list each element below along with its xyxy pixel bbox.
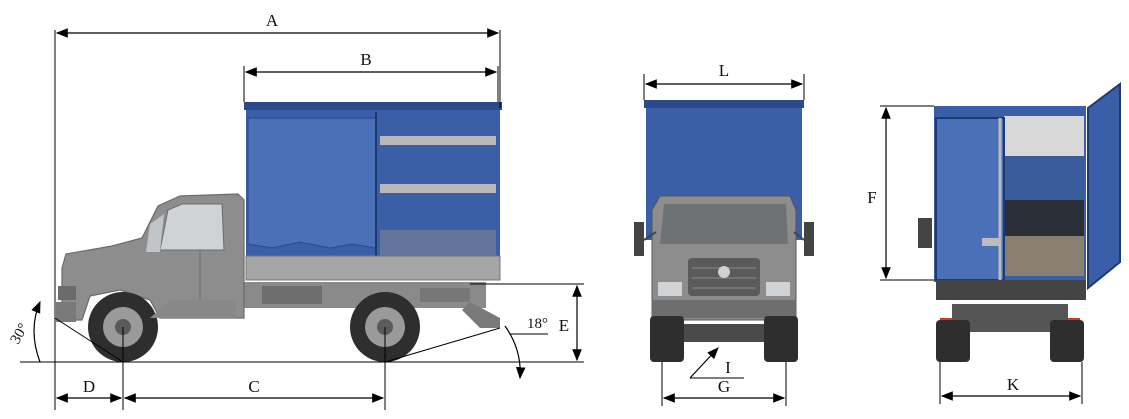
label-approach-angle: 30° [8,321,32,347]
label-F: F [867,188,876,207]
side-slat-1 [380,136,496,145]
side-board [245,255,501,281]
label-departure-angle: 18° [527,316,548,332]
rear-left-door [935,117,1005,281]
front-view [634,100,814,362]
rear-right-door-open [1087,82,1121,291]
side-view [56,102,502,362]
dimension-K: K [939,362,1083,404]
dimension-F: F [867,105,934,281]
label-K: K [1007,375,1020,394]
label-A: A [266,11,279,30]
front-right-headlight-icon [766,282,790,296]
front-windshield [660,204,788,244]
dimension-G: G [661,362,787,406]
front-left-headlight-icon [658,282,682,296]
side-cab-window [159,203,225,251]
side-curtain [247,117,377,249]
rear-left-wheels [936,320,970,362]
dimension-E: E [470,283,584,363]
dimension-D: D [55,377,123,403]
dimension-B: B [243,50,499,102]
rear-right-wheels [1050,320,1084,362]
front-right-wheel [764,316,798,362]
label-B: B [360,50,371,69]
dimension-L: L [643,61,805,100]
dimension-C: C [122,327,386,410]
front-left-wheel [650,316,684,362]
label-L: L [719,61,729,80]
front-left-mirror-icon [634,222,644,256]
label-G: G [718,377,730,396]
door-handle-icon [982,238,1000,246]
rear-view [918,82,1121,362]
label-D: D [83,377,95,396]
departure-angle: 18° [384,316,548,380]
label-C: C [248,377,259,396]
dimension-I: I [689,347,744,379]
label-E: E [559,316,569,335]
side-tarp-roof [244,102,502,110]
side-slat-2 [380,184,496,193]
dimension-A: A [54,11,501,410]
front-right-mirror-icon [804,222,814,256]
label-I: I [725,358,731,377]
